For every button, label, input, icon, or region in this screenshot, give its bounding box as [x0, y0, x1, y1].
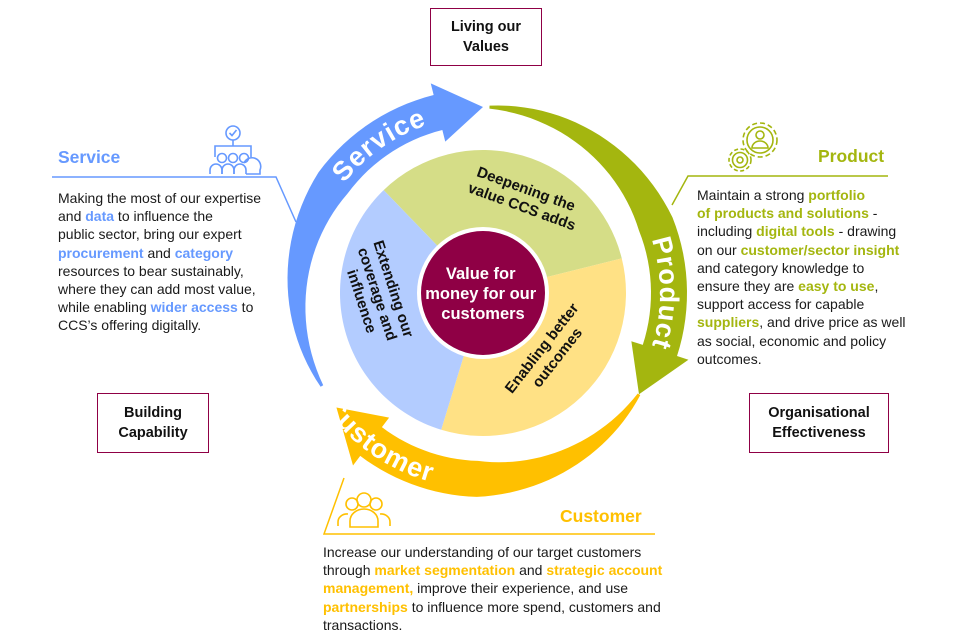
- text-segment: CCS’s offering digitally.: [58, 317, 202, 334]
- panel-connectors: [52, 175, 888, 535]
- text-segment: support access for capable: [697, 296, 865, 313]
- text-segment: to influence the: [114, 208, 213, 225]
- text-segment: Making the most of our expertise: [58, 190, 262, 206]
- highlight-text: market segmentation: [374, 562, 516, 579]
- text-segment: and: [58, 208, 86, 225]
- text-line: through market segmentation and strategi…: [323, 561, 662, 579]
- text-line: CCS’s offering digitally.: [58, 316, 261, 334]
- text-segment: ensure they are: [697, 278, 799, 295]
- customer-description: Increase our understanding of our target…: [323, 543, 662, 634]
- text-segment: where they can add most value,: [58, 281, 256, 298]
- text-line: resources to bear sustainably,: [58, 262, 261, 280]
- center-line: customers: [441, 305, 524, 323]
- text-segment: to: [237, 299, 254, 316]
- service-heading: Service: [58, 147, 121, 167]
- text-line: and data to influence the: [58, 207, 261, 225]
- text-segment: outcomes.: [697, 350, 762, 367]
- text-segment: Maintain a strong: [697, 187, 809, 203]
- text-line: while enabling wider access to: [58, 298, 261, 316]
- center-label: Value for money for our customers: [425, 265, 541, 323]
- product-connector-line: [671, 175, 888, 206]
- text-segment: Increase our understanding of our target…: [323, 544, 642, 560]
- service-connector-line: [52, 176, 297, 223]
- text-segment: resources to bear sustainably,: [58, 262, 244, 279]
- highlight-text: procurement: [58, 244, 144, 261]
- highlight-text: easy to use: [798, 278, 875, 295]
- text-line: partnerships to influence more spend, cu…: [323, 598, 662, 616]
- box-label: Living our Values: [450, 19, 522, 55]
- text-line: management, improve their experience, an…: [323, 579, 662, 597]
- text-line: Maintain a strong portfolio: [697, 186, 906, 204]
- customer-arrow: [336, 393, 641, 497]
- product-arrow: [489, 105, 689, 395]
- text-segment: and category knowledge to: [697, 259, 865, 276]
- text-segment: and: [143, 244, 175, 261]
- text-line: transactions.: [323, 616, 662, 634]
- highlight-text: of products and solutions: [697, 205, 869, 222]
- center-line: money for our: [425, 285, 537, 303]
- box-living-our-values: Living our Values: [430, 8, 542, 66]
- text-line: and category knowledge to: [697, 259, 906, 277]
- text-segment: ,: [874, 278, 879, 295]
- highlight-text: wider access: [150, 299, 238, 316]
- text-line: support access for capable: [697, 295, 906, 313]
- text-segment: - drawing: [834, 223, 897, 240]
- text-line: suppliers, and drive price as well: [697, 313, 906, 331]
- text-line: ensure they are easy to use,: [697, 277, 906, 295]
- highlight-text: management,: [323, 580, 414, 597]
- people-group-icon: [337, 492, 391, 528]
- center-circle: [421, 231, 545, 355]
- value-pie: [339, 149, 626, 437]
- highlight-text: portfolio: [808, 187, 866, 203]
- box-label: Building Capability: [118, 405, 188, 441]
- text-segment: to influence more spend, customers and: [407, 598, 661, 615]
- box-organisational-effectiveness: Organisational Effectiveness: [749, 393, 889, 453]
- customer-connector-line: [322, 477, 655, 535]
- text-line: on our customer/sector insight: [697, 241, 906, 259]
- box-building-capability: Building Capability: [97, 393, 209, 453]
- text-segment: while enabling: [58, 299, 151, 316]
- text-line: Increase our understanding of our target…: [323, 543, 662, 561]
- highlight-text: data: [85, 208, 115, 225]
- segment-deepening: [383, 149, 622, 293]
- text-segment: as social, economic and policy: [697, 332, 887, 349]
- text-segment: and: [515, 562, 547, 579]
- text-line: procurement and category: [58, 244, 261, 262]
- service-arrow: [287, 83, 483, 387]
- text-line: outcomes.: [697, 350, 906, 368]
- text-segment: public sector, bring our expert: [58, 226, 242, 243]
- highlight-text: suppliers: [697, 314, 760, 331]
- highlight-text: digital tools: [756, 223, 835, 240]
- text-segment: improve their experience, and use: [413, 580, 629, 597]
- text-segment: including: [697, 223, 757, 240]
- product-heading: Product: [818, 146, 885, 166]
- highlight-text: partnerships: [323, 598, 408, 615]
- highlight-text: strategic account: [546, 562, 663, 579]
- text-segment: , and drive price as well: [759, 314, 906, 331]
- text-line: as social, economic and policy: [697, 332, 906, 350]
- customer-heading: Customer: [560, 506, 642, 526]
- text-line: of products and solutions -: [697, 204, 906, 222]
- box-label: Organisational Effectiveness: [768, 405, 870, 441]
- text-line: Making the most of our expertise: [58, 189, 261, 207]
- segment-extending: [339, 190, 483, 430]
- text-line: public sector, bring our expert: [58, 225, 261, 243]
- text-segment: -: [868, 205, 878, 222]
- gears-person-icon: [728, 122, 778, 172]
- text-segment: through: [323, 562, 375, 579]
- text-segment: on our: [697, 241, 741, 258]
- center-line: Value for: [446, 265, 516, 283]
- team-hierarchy-check-icon: [209, 125, 262, 175]
- cycle-arrows: [287, 83, 689, 497]
- highlight-text: customer/sector insight: [740, 241, 900, 258]
- text-line: where they can add most value,: [58, 280, 261, 298]
- text-line: including digital tools - drawing: [697, 222, 906, 240]
- text-segment: transactions.: [323, 616, 403, 633]
- highlight-text: category: [174, 244, 234, 261]
